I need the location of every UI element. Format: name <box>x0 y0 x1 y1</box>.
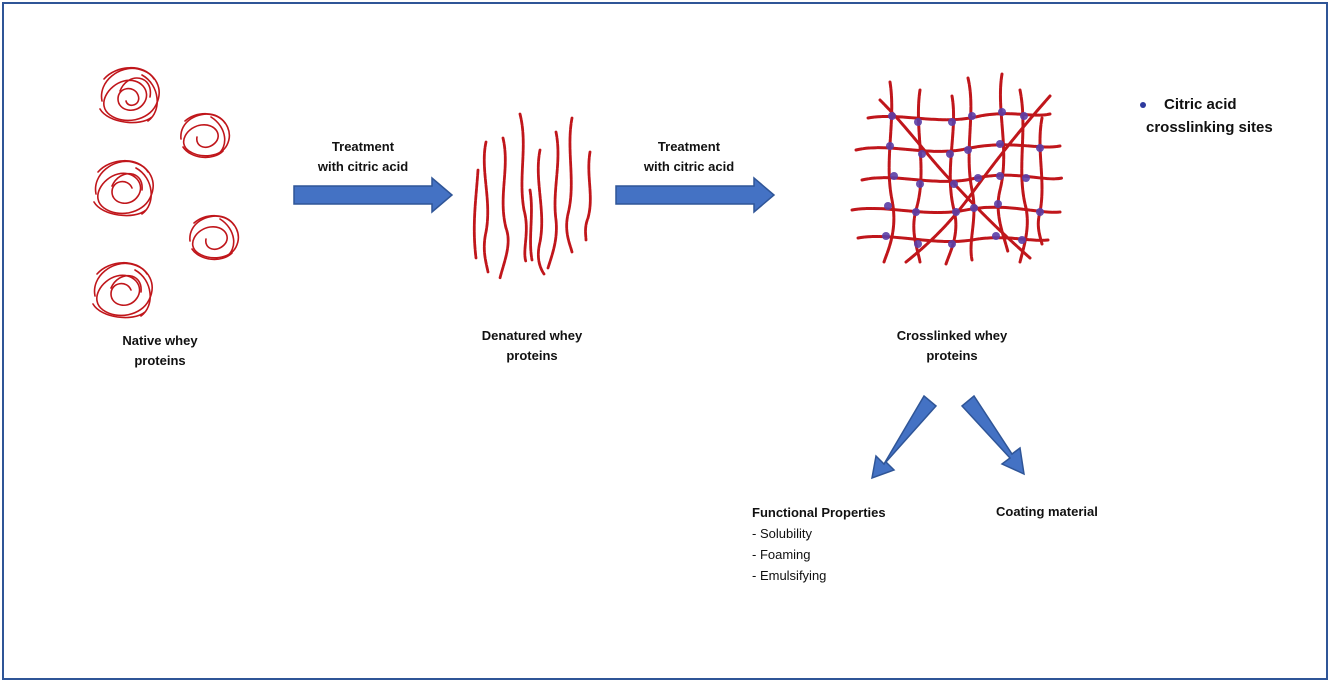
crosslink-site <box>996 140 1004 148</box>
crosslink-sites-group <box>882 108 1044 248</box>
treatment-label-2: Treatment with citric acid <box>624 137 754 177</box>
native-label: Native whey proteins <box>100 331 220 371</box>
denatured-strand <box>546 130 560 270</box>
crosslink-site <box>884 202 892 210</box>
crosslink-site <box>998 108 1006 116</box>
crosslink-site <box>886 142 894 150</box>
legend-line-1: Citric acid <box>1164 96 1237 113</box>
network-strand <box>878 98 1032 260</box>
native-protein-coil <box>189 214 240 261</box>
crosslink-site <box>912 208 920 216</box>
treatment-arrow-2 <box>615 176 776 214</box>
denatured-proteins-group <box>472 112 592 280</box>
denatured-strand <box>584 150 592 242</box>
crosslink-site <box>946 150 954 158</box>
denatured-strand <box>472 168 480 260</box>
functional-properties-title: Functional Properties <box>752 505 886 520</box>
treatment-label-1-line-1: Treatment <box>331 139 395 154</box>
native-label-line-1: Native whey <box>122 333 198 348</box>
crosslinked-label-line-2: proteins <box>926 348 978 363</box>
native-label-line-2: proteins <box>134 353 186 368</box>
network-strand <box>996 72 1010 254</box>
functional-properties-block: Functional Properties - Solubility - Foa… <box>752 502 886 586</box>
crosslink-site <box>950 180 958 188</box>
native-protein-coil <box>92 262 153 319</box>
legend: Citric acid crosslinking sites <box>1140 93 1273 139</box>
network-strand <box>966 76 976 262</box>
crosslinked-label: Crosslinked whey proteins <box>882 326 1022 366</box>
denatured-strand <box>565 116 574 254</box>
crosslink-site <box>882 232 890 240</box>
crosslink-site <box>914 118 922 126</box>
functional-item: - Foaming <box>752 547 811 562</box>
network-strand <box>912 88 923 264</box>
crosslink-site <box>948 118 956 126</box>
functional-item: - Emulsifying <box>752 568 827 583</box>
crosslink-site <box>970 204 978 212</box>
treatment-label-2-line-1: Treatment <box>657 139 721 154</box>
crosslink-site <box>952 208 960 216</box>
native-protein-coil <box>180 112 231 159</box>
denatured-strand <box>482 140 490 274</box>
network-strand <box>1036 116 1044 246</box>
crosslink-site <box>948 240 956 248</box>
arrow-to-functional-properties <box>871 394 938 480</box>
crosslink-site <box>1020 112 1028 120</box>
crosslink-site <box>914 240 922 248</box>
denatured-label-line-2: proteins <box>506 348 558 363</box>
crosslink-site <box>1036 208 1044 216</box>
functional-item: - Solubility <box>752 526 812 541</box>
network-strand <box>850 205 1062 214</box>
crosslink-site <box>890 172 898 180</box>
crosslink-site <box>918 150 926 158</box>
crosslink-site <box>1018 236 1026 244</box>
legend-line-2: crosslinking sites <box>1146 119 1273 136</box>
crosslink-site <box>996 172 1004 180</box>
crosslink-site-legend-icon <box>1140 102 1146 108</box>
denatured-strand <box>536 148 546 276</box>
crosslink-site <box>968 112 976 120</box>
denatured-label: Denatured whey proteins <box>462 326 602 366</box>
native-proteins-group <box>92 67 240 319</box>
crosslinked-label-line-1: Crosslinked whey <box>896 328 1008 343</box>
crosslink-site <box>994 200 1002 208</box>
network-strand <box>904 94 1052 264</box>
denatured-strand <box>528 188 534 262</box>
crosslink-site <box>974 174 982 182</box>
native-protein-coil <box>93 160 154 217</box>
crosslink-site <box>964 146 972 154</box>
crosslink-site <box>1022 174 1030 182</box>
crosslink-site <box>888 112 896 120</box>
arrow-to-coating-material <box>960 394 1025 476</box>
coating-material-label: Coating material <box>996 504 1098 519</box>
crosslink-site <box>1036 144 1044 152</box>
treatment-label-1: Treatment with citric acid <box>298 137 428 177</box>
treatment-label-2-line-2: with citric acid <box>643 159 735 174</box>
denatured-strand <box>518 112 528 264</box>
network-strand <box>1018 88 1029 264</box>
treatment-arrow-1 <box>293 176 454 214</box>
native-protein-coil <box>99 67 160 124</box>
denatured-strand <box>498 136 510 280</box>
crosslink-site <box>992 232 1000 240</box>
crosslink-site <box>916 180 924 188</box>
treatment-label-1-line-2: with citric acid <box>317 159 409 174</box>
denatured-label-line-1: Denatured whey <box>481 328 583 343</box>
